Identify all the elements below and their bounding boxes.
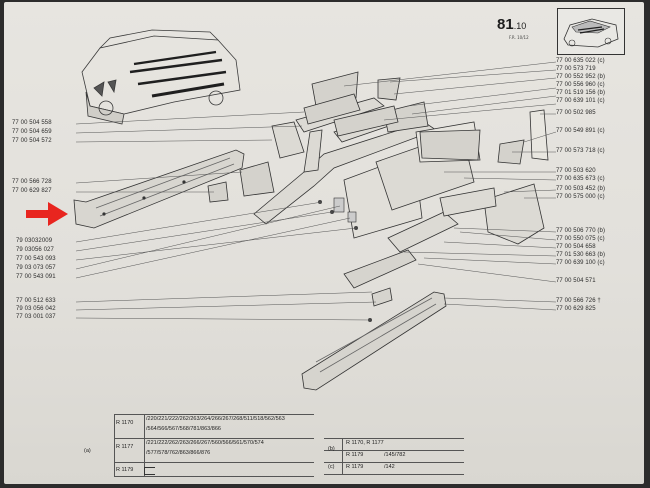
- part-label-right: 77 00 629 825: [556, 306, 596, 312]
- table-codes: /220/221/222/262/263/264/266/267/268/511…: [146, 416, 285, 422]
- part-label-right: 77 00 504 658: [556, 244, 596, 250]
- part-label-right: 77 00 502 985: [556, 110, 596, 116]
- part-label-left: 77 00 504 572: [12, 138, 52, 144]
- part-label-left: 79 03 056 042: [16, 306, 56, 312]
- table-codes: /145/782: [384, 452, 406, 458]
- leader-lines-right: [343, 61, 557, 311]
- part-label-right: 77 00 552 952 (b): [556, 74, 606, 80]
- part-label-left: 77 00 543 091: [16, 274, 56, 280]
- table-note-a: (a): [84, 448, 91, 454]
- front-sill-panel: [301, 249, 447, 391]
- part-label-right: 77 00 566 726 †: [556, 298, 601, 304]
- part-label-right: 77 00 549 891 (c): [556, 128, 605, 134]
- part-label-right: 77 00 573 718 (c): [556, 148, 605, 154]
- table-model: R 1170, R 1177: [346, 440, 384, 446]
- part-label-right: 77 00 635 022 (c): [556, 58, 605, 64]
- car-thumbnail: [557, 8, 625, 55]
- page-number-sub: .10: [513, 21, 527, 31]
- variant-symbol-icon: [144, 467, 155, 475]
- part-label-right: 77 00 575 000 (c): [556, 194, 605, 200]
- table-codes: /221/222/262/263/266/267/560/566/561/570…: [146, 440, 264, 446]
- table-model: R 1179: [346, 452, 364, 458]
- table-note-c: (c): [328, 464, 335, 470]
- part-label-right: 77 00 556 960 (c): [556, 82, 605, 88]
- car-thumbnail-icon: [563, 18, 619, 48]
- part-label-left: 77 00 566 728: [12, 179, 52, 185]
- upper-brackets: [207, 71, 549, 203]
- part-label-left: 77 03 001 037: [16, 314, 56, 320]
- part-label-left: 77 00 543 093: [16, 256, 56, 262]
- part-label-right: 77 00 503 620: [556, 168, 596, 174]
- part-label-left: 79 03 073 057: [16, 265, 56, 271]
- part-label-right: 77 00 639 101 (c): [556, 98, 605, 104]
- variant-table: R 1170 /220/221/222/262/263/264/266/267/…: [84, 412, 564, 478]
- part-label-right: 77 01 519 156 (b): [556, 90, 606, 96]
- table-model: R 1179: [116, 467, 134, 473]
- leader-lines-left: [75, 111, 377, 321]
- part-label-right: 77 00 503 452 (b): [556, 186, 606, 192]
- exploded-diagram: [26, 29, 557, 391]
- table-model: R 1177: [116, 444, 134, 450]
- red-arrow-icon: [26, 202, 68, 226]
- part-label-right: 77 00 506 770 (b): [556, 228, 606, 234]
- table-model: R 1179: [346, 464, 364, 470]
- table-codes: /142: [384, 464, 395, 470]
- page-number: 81.10: [497, 16, 526, 33]
- part-label-right: 77 00 635 673 (c): [556, 176, 605, 182]
- catalog-page: 81.10 F.R. 10/12: [4, 2, 644, 484]
- part-label-left: 79 03032009: [16, 238, 53, 244]
- table-note-b: (b): [328, 446, 335, 452]
- page-reference: F.R. 10/12: [509, 35, 529, 40]
- part-label-right: 77 01 530 663 (b): [556, 252, 606, 258]
- table-model: R 1170: [116, 420, 134, 426]
- table-codes: /564/566/567/568/781/863/866: [146, 426, 221, 432]
- part-label-left: 77 00 504 659: [12, 129, 52, 135]
- part-label-left: 77 00 512 633: [16, 298, 56, 304]
- page-number-main: 81: [497, 16, 514, 33]
- part-label-right: 77 00 639 100 (c): [556, 260, 605, 266]
- rear-sill-panel: [73, 149, 245, 229]
- part-label-left: 79 03056 027: [16, 247, 54, 253]
- table-codes: /577/578/762/863/866/876: [146, 450, 211, 456]
- part-label-right: 77 00 550 075 (c): [556, 236, 605, 242]
- part-label-left: 77 00 504 558: [12, 120, 52, 126]
- part-label-left: 77 00 629 827: [12, 188, 52, 194]
- part-label-right: 77 00 504 571: [556, 278, 596, 284]
- car-body-illustration: [81, 29, 241, 125]
- part-label-right: 77 00 573 719: [556, 66, 596, 72]
